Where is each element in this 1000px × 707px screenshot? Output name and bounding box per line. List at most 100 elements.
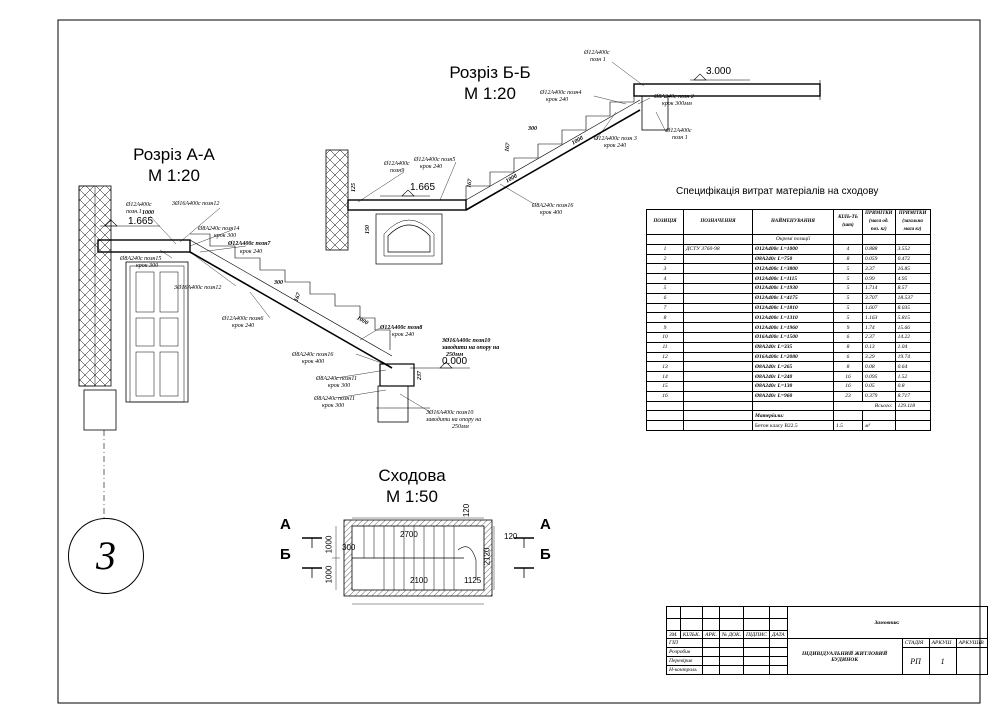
spec-cell: 8	[833, 253, 863, 265]
aa-label: 3Ø16A400c позн10	[426, 410, 474, 416]
bb-dim: 125	[351, 183, 357, 192]
spec-cell: 23	[833, 390, 863, 402]
bb-label: Ø8A240c позн16	[532, 203, 574, 209]
spec-cell: 1	[646, 243, 684, 255]
stair-dim: 2100	[410, 576, 428, 585]
spec-title: Специфікація витрат матеріалів на сходов…	[676, 186, 879, 197]
spec-cell: Ø12A400c L=1310	[752, 312, 834, 324]
aa-label: крок 240	[232, 323, 255, 329]
stamp-customer-label: Замовник:	[786, 606, 988, 639]
spec-cell: 9	[646, 322, 684, 333]
elevation-bb-top: 3.000	[706, 66, 732, 77]
aa-label: Ø12A400c позн7	[228, 241, 271, 247]
spec-cell: 0.888	[862, 243, 896, 255]
spec-cell: 15.66	[894, 322, 931, 333]
bb-label: Ø12A400c позн4	[540, 90, 582, 96]
aa-label: заводити на опору на	[442, 345, 500, 351]
sheet-number: 3	[96, 533, 116, 578]
spec-cell	[683, 331, 753, 343]
stamp-sheets-value	[955, 647, 988, 675]
spec-table: ПОЗИЦІЯ ПОЗНАЧЕННЯ НАЙМЕНУВАННЯ КІЛЬ-ТЬ …	[646, 209, 931, 431]
spec-cell: ДСТУ 3760-98	[683, 243, 753, 255]
stair-dim: 2700	[400, 530, 418, 539]
spec-cell: 3.552	[894, 243, 931, 255]
bb-dim: 150	[365, 225, 371, 234]
spec-cell: 0.13	[862, 341, 896, 353]
stair-plan-scale: М 1:50	[386, 487, 438, 506]
spec-cell	[683, 282, 753, 294]
spec-cell: Ø8A240c L=130	[752, 380, 834, 392]
spec-cell: Ø16A400c L=2080	[752, 351, 834, 363]
spec-cell: 5	[833, 302, 863, 314]
aa-dim: 1000	[142, 210, 154, 216]
bb-label: Ø12A400c позн5	[414, 157, 456, 163]
spec-cell	[683, 302, 753, 314]
spec-cell	[683, 312, 753, 324]
aa-label: Ø8A240c позн16	[292, 352, 334, 358]
stamp-col-header: КІЛЬК.	[679, 630, 704, 639]
spec-cell: Ø12A400c L=1960	[752, 322, 834, 333]
spec-cell	[683, 292, 753, 304]
aa-label: Ø8A240c позн11	[314, 396, 355, 402]
aa-dim: 300	[274, 280, 283, 286]
spec-concrete-qty: 1.5	[833, 420, 863, 431]
bb-label: позн9	[390, 168, 405, 174]
spec-cell: Ø12A400c L=1115	[752, 273, 834, 284]
spec-cell: 11	[646, 341, 684, 353]
spec-cell: 5	[833, 263, 863, 275]
spec-cell: Ø8A240c L=265	[752, 361, 834, 373]
spec-cell: 8	[833, 361, 863, 373]
spec-cell: 19.74	[894, 351, 931, 363]
spec-cell	[683, 361, 753, 373]
spec-cell: Ø8A240c L=335	[752, 341, 834, 353]
spec-cell: 16	[833, 380, 863, 392]
spec-cell: 8.57	[894, 282, 931, 294]
spec-cell: 5	[833, 282, 863, 294]
spec-cell: 2.37	[862, 331, 896, 343]
spec-cell: 8	[833, 341, 863, 353]
stamp-stage-value: РП	[901, 647, 930, 675]
spec-header: ПОЗИЦІЯ	[646, 209, 684, 235]
aa-label: Ø12A400c позн6	[222, 316, 264, 322]
stair-dim: 1000	[324, 535, 334, 554]
spec-cell: Ø8A240c L=960	[752, 390, 834, 402]
spec-cell: 8.717	[894, 390, 931, 402]
spec-cell: 0.059	[862, 253, 896, 265]
spec-cell: 8.035	[894, 302, 931, 314]
stair-dim: 1125	[464, 576, 482, 585]
bb-label: Ø12A400c	[584, 50, 610, 56]
bb-label: крок 240	[420, 164, 443, 170]
aa-label: крок 300	[328, 383, 351, 389]
spec-cell: 16	[833, 371, 863, 382]
spec-total-value: 129.118	[894, 400, 931, 412]
section-aa-geometry	[78, 185, 470, 520]
spec-cell	[683, 371, 753, 382]
aa-label: Ø8A240c позн11	[316, 376, 357, 382]
spec-cell: Ø8A240c L=750	[752, 253, 834, 265]
aa-label: 250мм	[446, 352, 464, 358]
aa-label: крок 240	[392, 332, 415, 338]
spec-cell: 9	[833, 322, 863, 333]
cut-label-b-left: Б	[280, 546, 291, 563]
spec-materials-row: Матеріали:	[646, 410, 931, 422]
spec-header-row: ПОЗИЦІЯ ПОЗНАЧЕННЯ НАЙМЕНУВАННЯ КІЛЬ-ТЬ …	[646, 209, 931, 235]
spec-group-title: Окремі позиції	[752, 234, 834, 245]
spec-cell: 16	[646, 390, 684, 402]
aa-label: крок 300	[136, 263, 159, 269]
title-block: Замовник: ЗМ. КІЛЬК. АРК. № ДОК. ПІДПИС …	[665, 606, 988, 675]
stamp-role: Н-контроль	[665, 665, 704, 675]
spec-cell: Ø8A240c L=240	[752, 371, 834, 382]
spec-cell: 0.8	[894, 380, 931, 392]
stamp-col-header: АРК.	[702, 630, 720, 639]
